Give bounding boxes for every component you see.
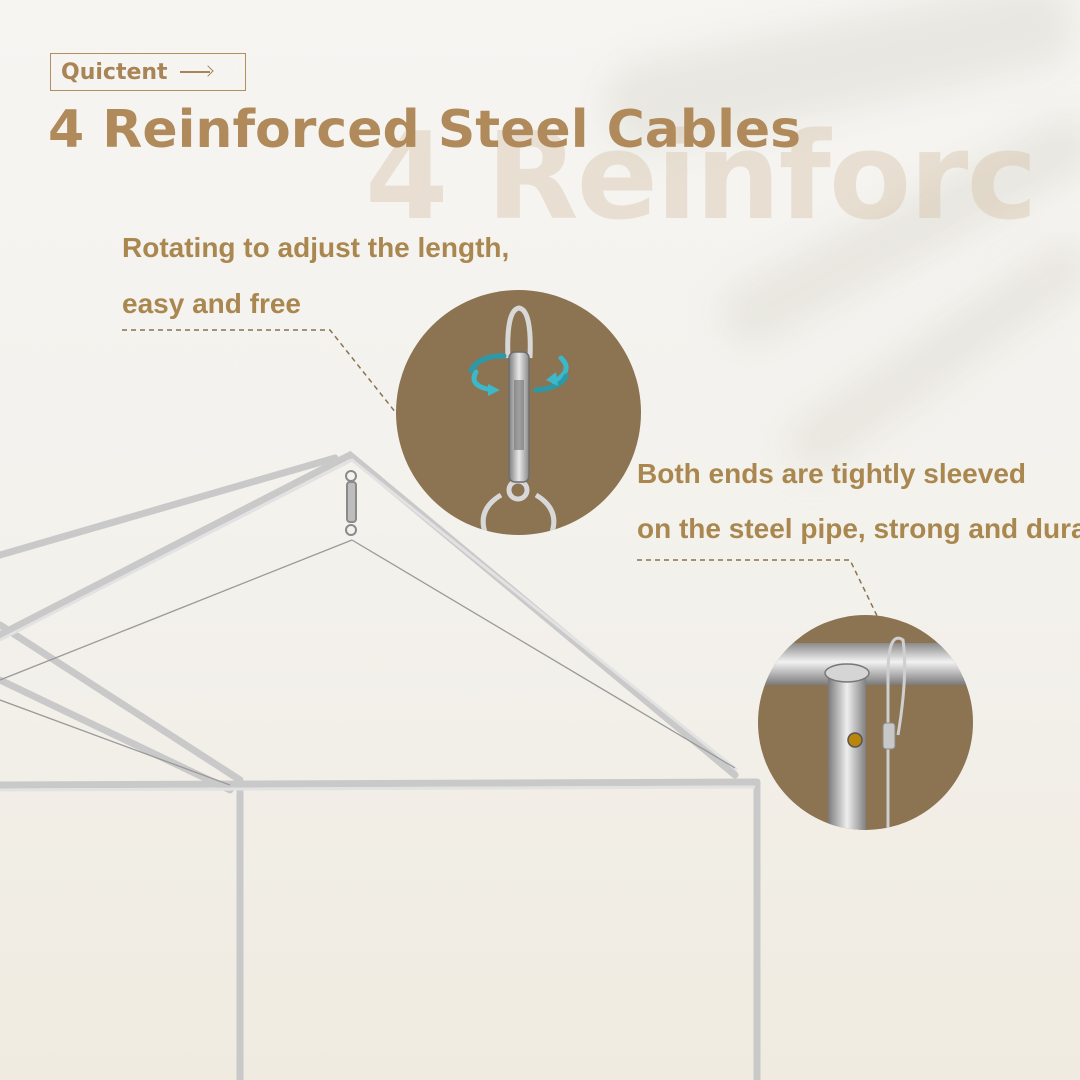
headline-watermark: 4 Reinforc <box>365 108 1038 247</box>
cable-sleeve-detail-image <box>758 615 973 830</box>
callout-ends-line2: on the steel pipe, strong and durable <box>637 513 1080 544</box>
callout-ends-line1: Both ends are tightly sleeved <box>637 458 1026 489</box>
turnbuckle-detail-image <box>396 290 641 535</box>
callout-adjust-line1: Rotating to adjust the length, <box>122 232 510 263</box>
brand-name: Quictent <box>61 59 168 85</box>
arrow-right-icon <box>179 66 214 78</box>
rotate-arrows-icon <box>468 353 569 393</box>
callout-adjust-line2: easy and free <box>122 288 301 319</box>
brand-tag: Quictent <box>50 53 246 91</box>
page-title: 4 Reinforced Steel Cables <box>48 100 802 160</box>
